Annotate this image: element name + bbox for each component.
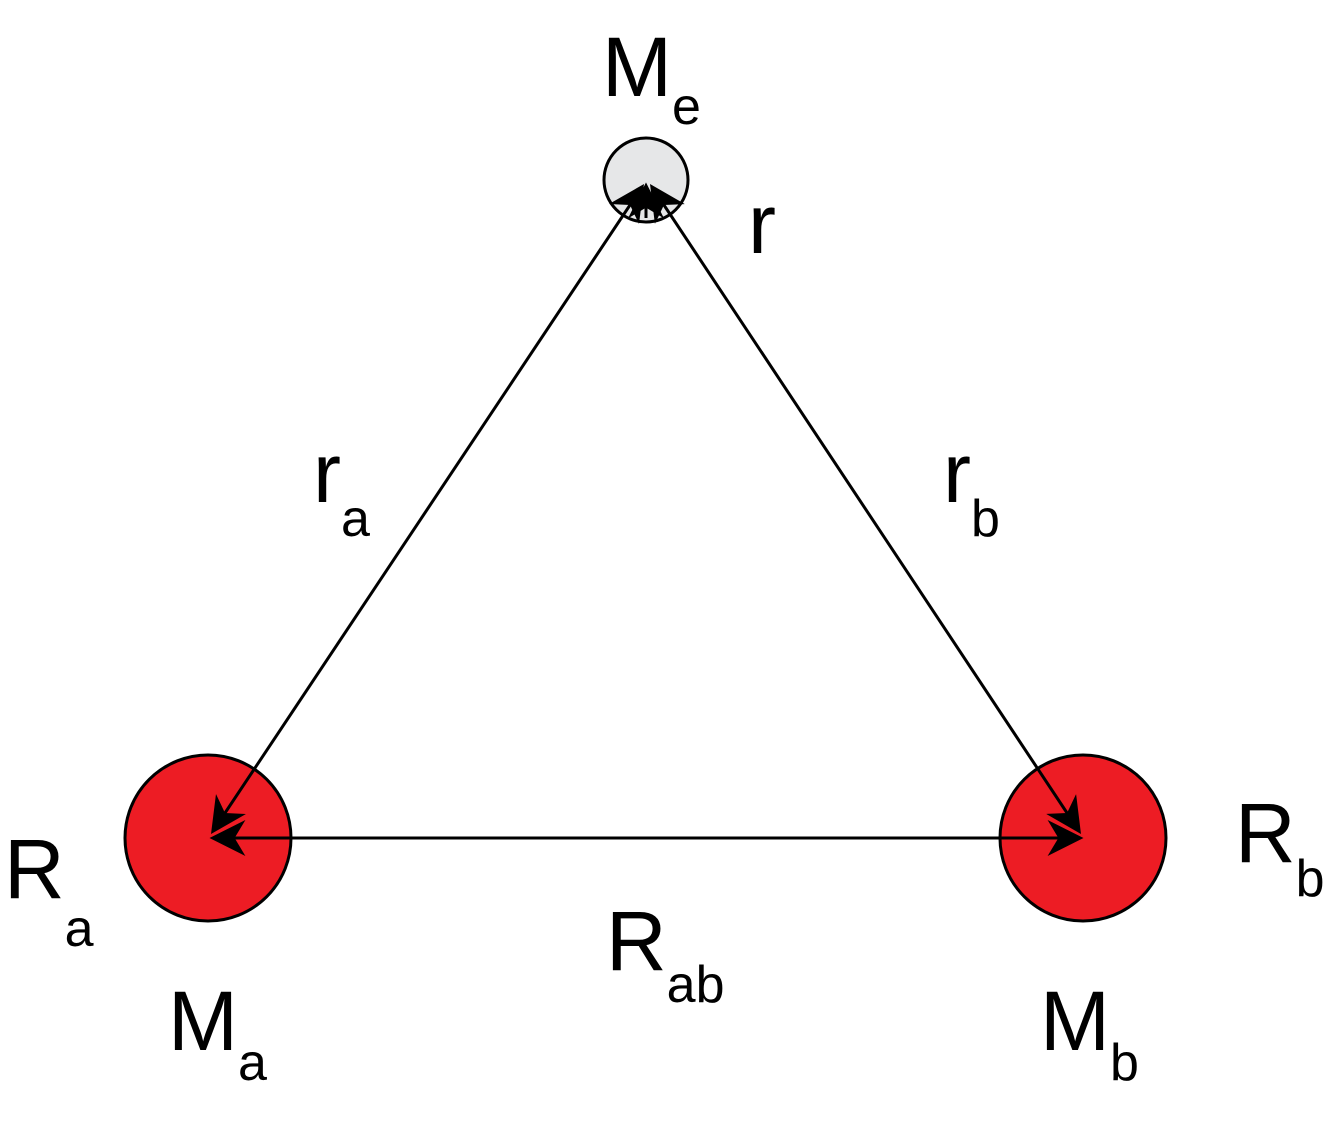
- label-mass-b: Mb: [1040, 974, 1139, 1092]
- label-electron-radius: r: [748, 177, 776, 271]
- distance-arrow-r-b: [650, 183, 1081, 835]
- label-distance-R-ab: Rab: [606, 894, 725, 1014]
- label-radius-b: Rb: [1235, 786, 1325, 908]
- label-mass-a: Ma: [168, 974, 267, 1092]
- label-electron-mass: Me: [602, 20, 701, 136]
- label-radius-a: Ra: [4, 822, 94, 958]
- distance-arrow-r-a: [211, 184, 644, 834]
- label-distance-r-a: ra: [313, 426, 370, 548]
- label-distance-r-b: rb: [943, 426, 1000, 548]
